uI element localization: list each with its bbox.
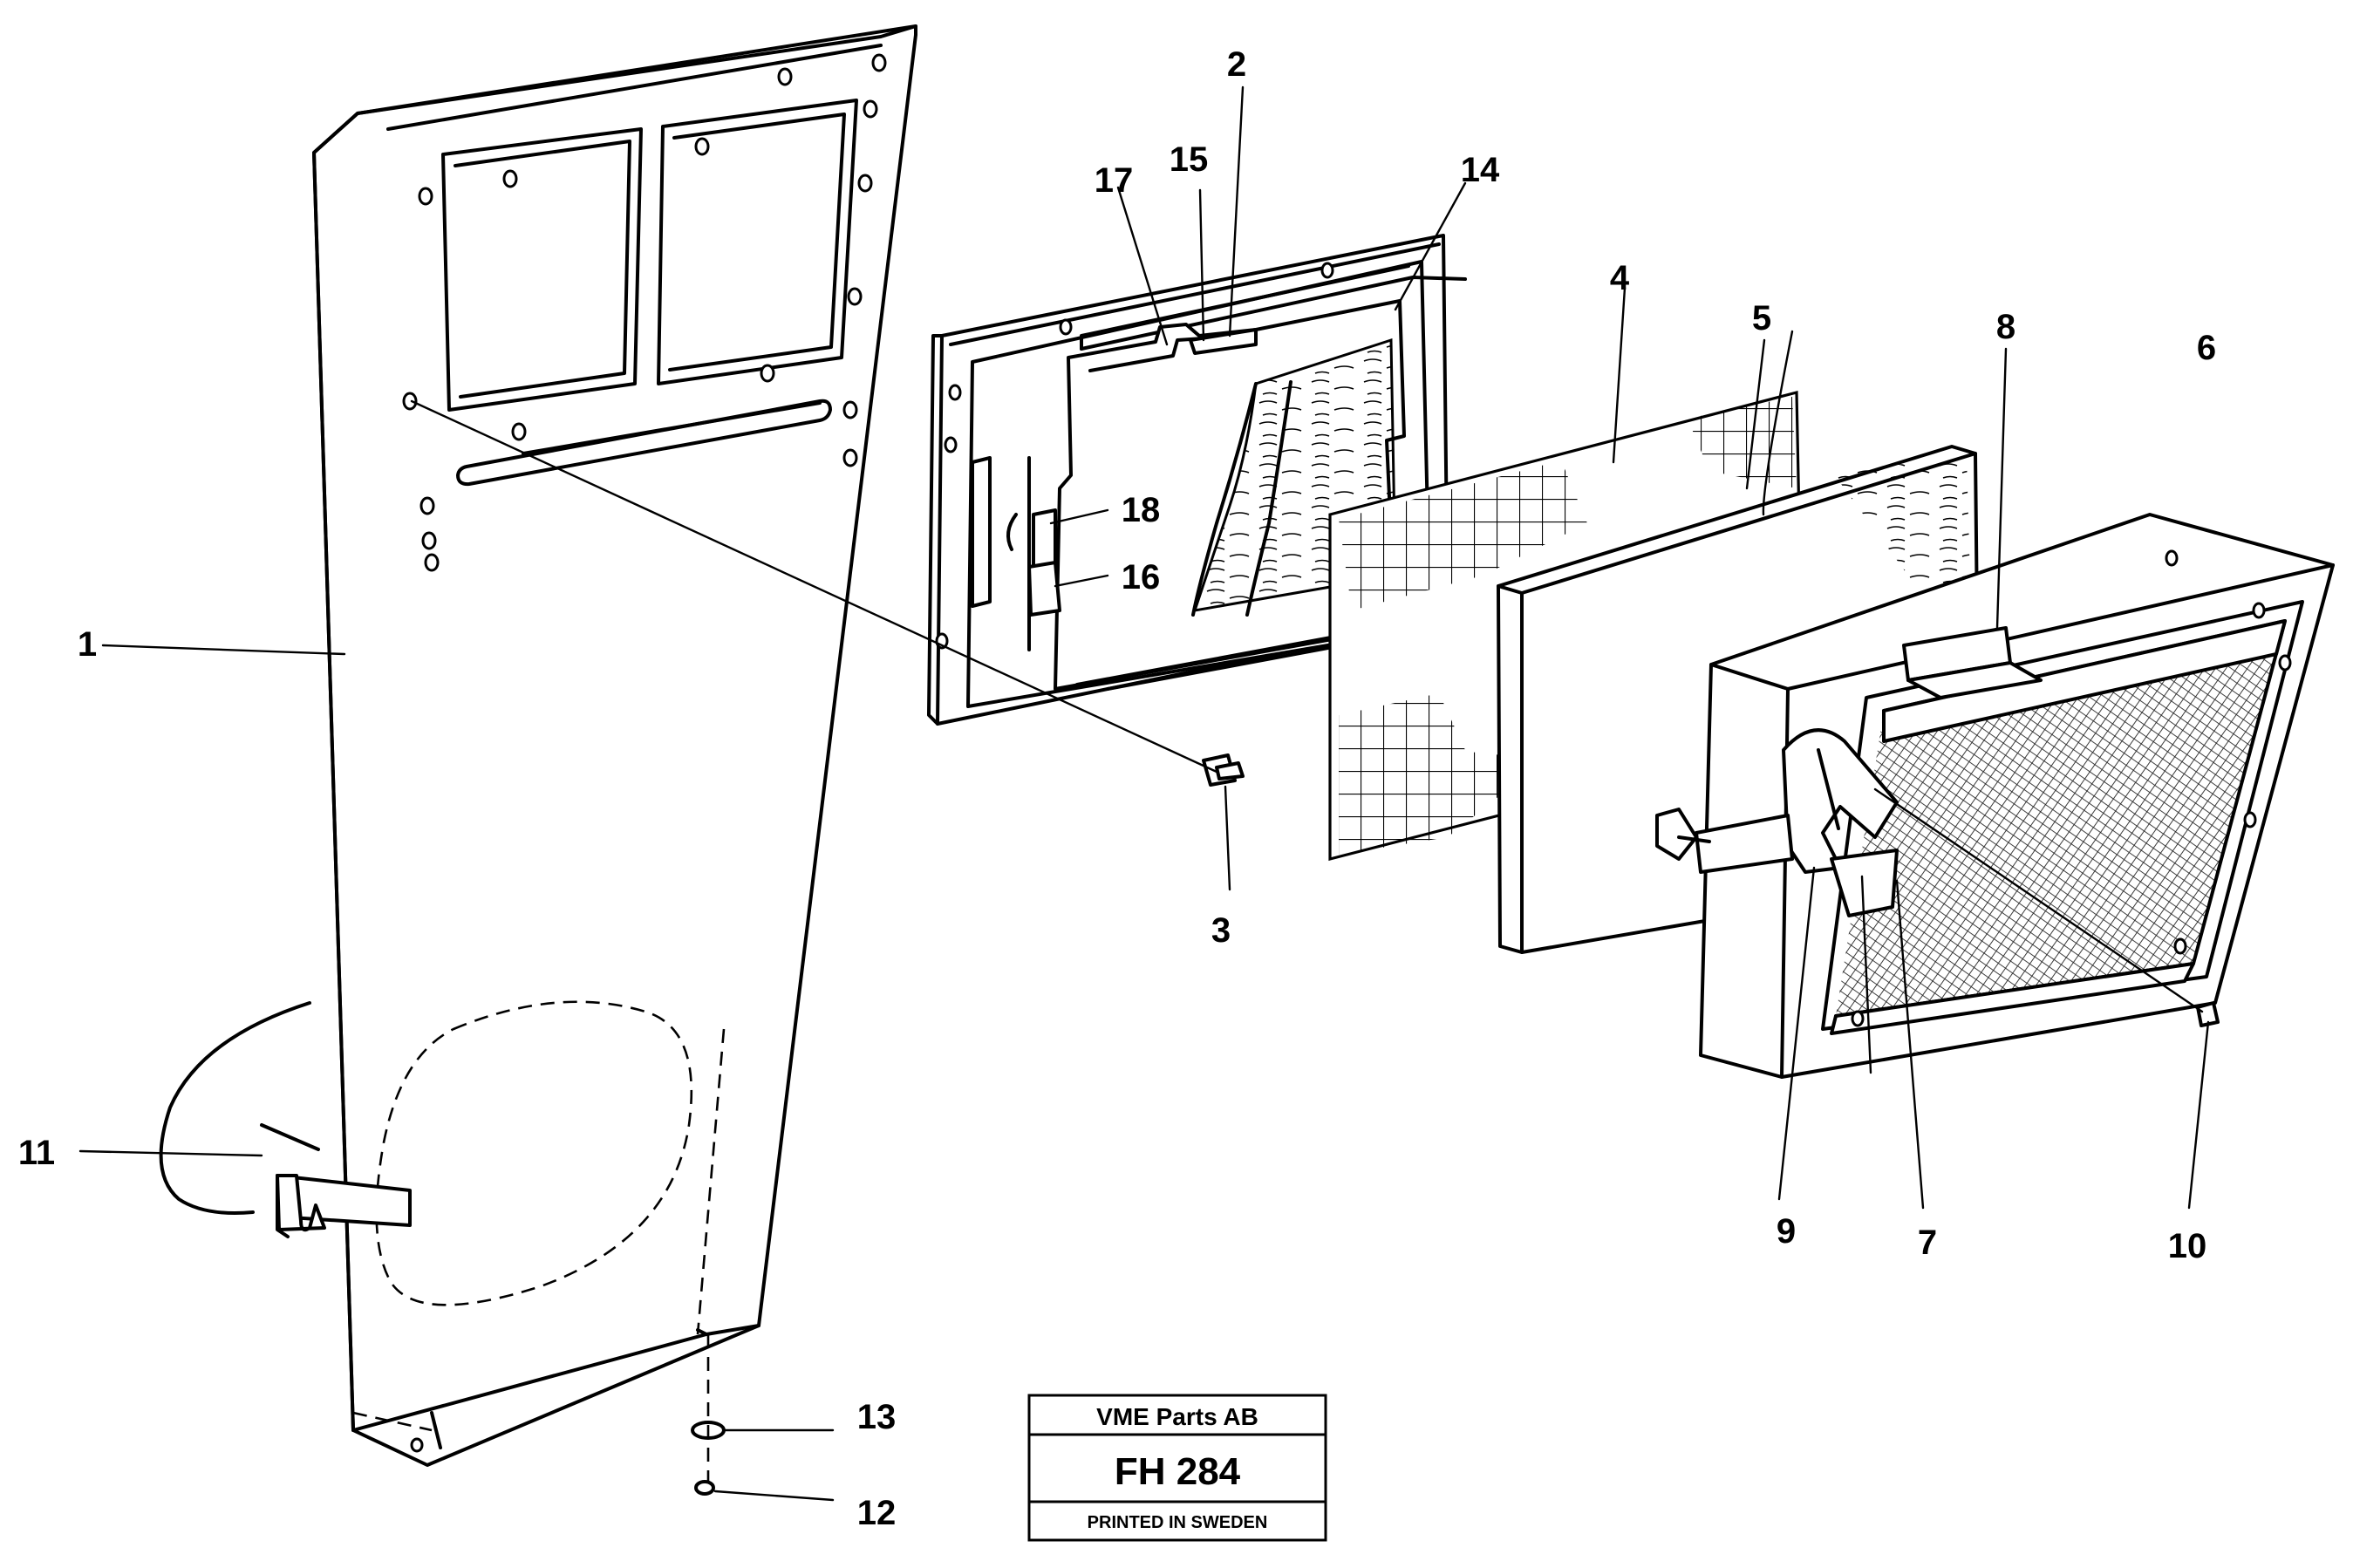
callout-18: 18 [1122,491,1161,529]
screw-part-3 [1202,753,1245,787]
callout-6: 6 [2197,329,2216,367]
callout-10: 10 [2168,1227,2207,1265]
title-block-footer: PRINTED IN SWEDEN [1088,1513,1268,1532]
callout-7: 7 [1918,1224,1937,1262]
filter-frame-part-14 [927,234,1467,726]
callout-8: 8 [1996,308,2015,346]
title-block-code: FH 284 [1115,1450,1241,1493]
callout-1: 1 [78,625,97,664]
callout-3: 3 [1211,911,1231,950]
callout-2: 2 [1227,45,1246,84]
screw-part-12 [694,1480,715,1496]
callout-12: 12 [857,1494,897,1532]
title-block-company: VME Parts AB [1096,1403,1258,1430]
callout-16: 16 [1122,558,1161,597]
assembly-line-screw-10 [1873,787,2204,1013]
panel-bolt-holes [402,53,887,572]
callout-14: 14 [1461,151,1500,189]
callout-9: 9 [1777,1212,1796,1251]
assembly-line-screw [410,399,1218,774]
callout-15: 15 [1170,140,1209,179]
side-panel-part-1 [260,24,917,1467]
callout-4: 4 [1610,259,1630,297]
title-block: VME Parts AB FH 284 PRINTED IN SWEDEN [1027,1394,1327,1542]
callout-11: 11 [18,1134,55,1172]
callout-17: 17 [1095,161,1134,200]
cable-part-11 [159,1001,311,1215]
callout-5: 5 [1752,299,1771,337]
screw-part-10 [2196,1001,2220,1027]
leader-lines [78,85,2210,1502]
grille-housing-part-6 [1655,513,2335,1079]
callout-13: 13 [857,1398,897,1436]
callout-labels: 1 2 3 4 5 6 7 8 9 10 11 12 13 14 15 16 1… [18,45,2216,1532]
